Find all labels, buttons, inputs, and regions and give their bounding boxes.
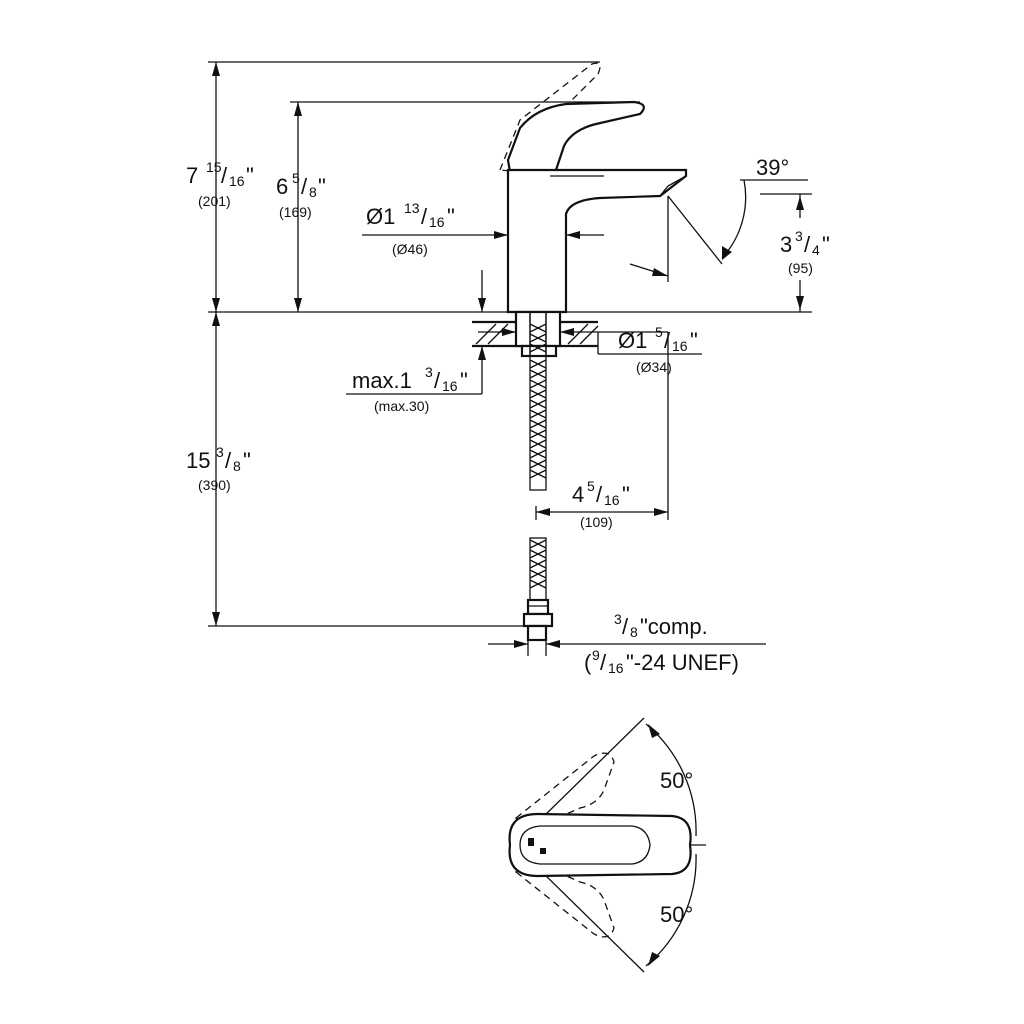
svg-text:(: ( <box>584 650 592 675</box>
svg-text:/: / <box>301 174 308 199</box>
svg-text:5: 5 <box>292 170 300 186</box>
svg-text:16: 16 <box>429 214 445 230</box>
svg-text:5: 5 <box>587 478 595 494</box>
svg-text:7: 7 <box>186 163 198 188</box>
svg-text:16: 16 <box>608 660 624 676</box>
svg-text:Ø1: Ø1 <box>618 328 647 353</box>
hose-braid-lower <box>529 539 547 589</box>
svg-text:/: / <box>434 368 441 393</box>
svg-text:/: / <box>421 204 428 229</box>
svg-text:": " <box>318 174 326 199</box>
svg-text:/: / <box>664 328 671 353</box>
svg-text:(max.30): (max.30) <box>374 398 429 414</box>
svg-text:Ø1: Ø1 <box>366 204 395 229</box>
faucet-side-view <box>499 62 688 642</box>
svg-text:max.1: max.1 <box>352 368 412 393</box>
svg-text:15: 15 <box>186 448 210 473</box>
svg-text:(201): (201) <box>198 193 231 209</box>
svg-text:8: 8 <box>233 458 241 474</box>
svg-text:/: / <box>225 448 232 473</box>
svg-text:": " <box>622 482 630 507</box>
svg-text:/: / <box>221 163 228 188</box>
hose-braid-upper <box>529 323 547 479</box>
svg-text:16: 16 <box>672 338 688 354</box>
svg-text:6: 6 <box>276 174 288 199</box>
label-spout-reach: 4 5 / 16 " (109) <box>572 478 630 530</box>
svg-text:3: 3 <box>795 228 803 244</box>
svg-text:"comp.: "comp. <box>640 614 708 639</box>
svg-text:(390): (390) <box>198 477 231 493</box>
svg-text:15: 15 <box>206 159 222 175</box>
svg-text:(169): (169) <box>279 204 312 220</box>
label-hole-diameter: Ø1 5 / 16 " (Ø34) <box>618 324 698 375</box>
svg-text:13: 13 <box>404 200 420 216</box>
svg-text:8: 8 <box>309 184 317 200</box>
svg-text:": " <box>822 232 830 257</box>
svg-text:8: 8 <box>630 624 638 640</box>
svg-text:/: / <box>600 650 607 675</box>
svg-text:4: 4 <box>572 482 584 507</box>
label-hose-length: 15 3 / 8 " (390) <box>186 444 251 493</box>
svg-text:/: / <box>622 614 629 639</box>
faucet-top-view <box>508 717 706 973</box>
svg-text:": " <box>243 448 251 473</box>
svg-text:(Ø34): (Ø34) <box>636 359 672 375</box>
svg-text:(95): (95) <box>788 260 813 276</box>
svg-text:16: 16 <box>229 173 245 189</box>
label-spout-angle: 39° <box>756 155 789 180</box>
svg-text:16: 16 <box>604 492 620 508</box>
label-total-height: 7 15 / 16 " (201) <box>186 159 254 209</box>
dimension-lines <box>212 62 808 648</box>
svg-text:(109): (109) <box>580 514 613 530</box>
label-connection: 3 / 8 "comp. ( 9 / 16 "-24 UNEF) <box>584 611 739 676</box>
svg-text:": " <box>447 204 455 229</box>
svg-text:3: 3 <box>425 364 433 380</box>
svg-text:": " <box>690 328 698 353</box>
label-lever-angle-top: 50° <box>660 768 693 793</box>
svg-text:/: / <box>804 232 811 257</box>
svg-text:5: 5 <box>655 324 663 340</box>
svg-text:3: 3 <box>216 444 224 460</box>
svg-text:4: 4 <box>812 242 820 258</box>
label-spout-rise: 3 3 / 4 " (95) <box>780 228 830 276</box>
svg-text:/: / <box>596 482 603 507</box>
label-spout-height: 6 5 / 8 " (169) <box>276 170 326 220</box>
svg-text:(Ø46): (Ø46) <box>392 241 428 257</box>
label-lever-angle-bottom: 50° <box>660 902 693 927</box>
svg-text:3: 3 <box>780 232 792 257</box>
svg-text:": " <box>460 368 468 393</box>
svg-text:"-24 UNEF): "-24 UNEF) <box>626 650 739 675</box>
svg-text:": " <box>246 163 254 188</box>
svg-text:16: 16 <box>442 378 458 394</box>
label-deck-thickness: max.1 3 / 16 " (max.30) <box>352 364 468 414</box>
label-body-diameter: Ø1 13 / 16 " (Ø46) <box>366 200 455 257</box>
svg-text:3: 3 <box>614 611 622 627</box>
svg-text:9: 9 <box>592 647 600 663</box>
